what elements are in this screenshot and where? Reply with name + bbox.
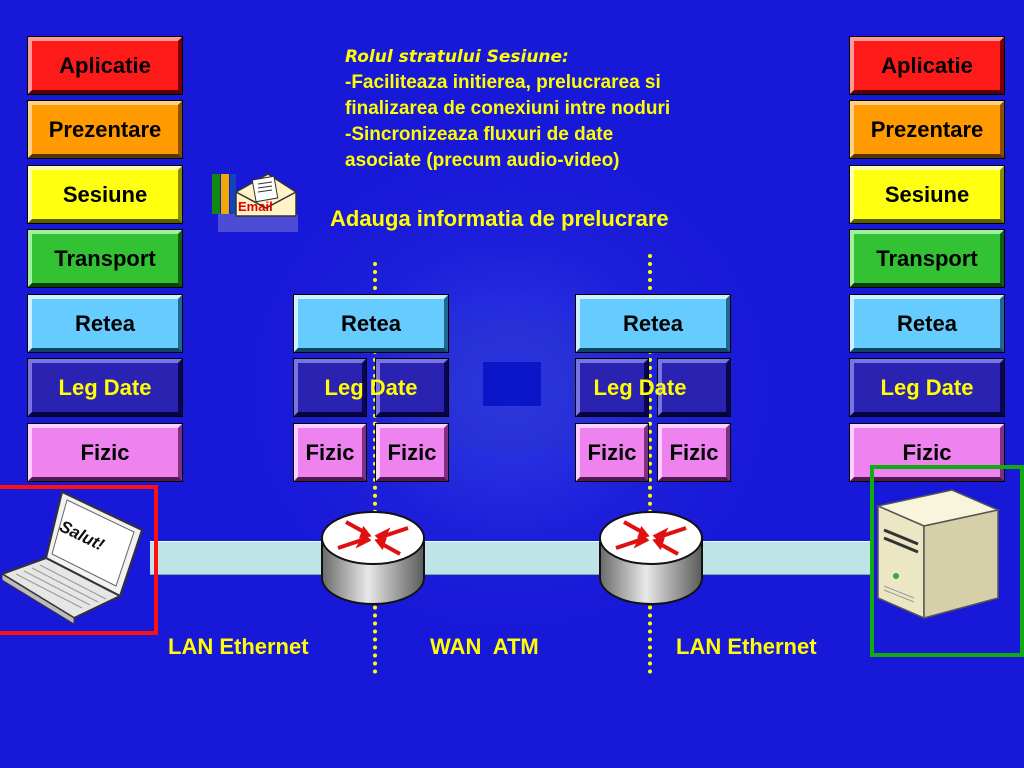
right-layer-sesiune: Sesiune [849,165,1005,224]
right-layer-transport: Transport [849,229,1005,288]
description-line-2: finalizarea de conexiuni intre noduri [345,98,671,119]
router2-fizic-left: Fizic [575,423,649,482]
router1-datalink-left [293,358,367,417]
router1-fizic-left: Fizic [293,423,367,482]
router2-fizic-right: Fizic [657,423,731,482]
router-icon-2 [596,500,706,610]
email-icon: Email [210,170,305,240]
router1-fizic-right: Fizic [375,423,449,482]
session-layer-description: Rolul stratului Sesiune: -Faciliteaza in… [345,44,670,174]
label-wan: WAN ATM [430,634,539,659]
router2-datalink-label: Leg Date [593,374,687,400]
router1-layer-retea: Retea [293,294,449,353]
router1-datalink-right [375,358,449,417]
separator-left [373,262,377,674]
left-layer-fizic: Fizic [27,423,183,482]
right-layer-fizic: Fizic [849,423,1005,482]
left-layer-retea: Retea [27,294,183,353]
label-lan-right: LAN Ethernet [676,634,817,659]
email-label: Email [238,199,273,214]
left-layer-transport: Transport [27,229,183,288]
router2-datalink-left [575,358,649,417]
label-lan-left: LAN Ethernet [168,634,309,659]
client-highlight-frame [0,485,158,635]
router2-layer-retea: Retea [575,294,731,353]
center-dark-square [483,362,541,406]
left-layer-prezentare: Prezentare [27,100,183,159]
right-layer-retea: Retea [849,294,1005,353]
headline: Adauga informatia de prelucrare [330,206,669,231]
server-highlight-frame [870,465,1024,657]
description-title: Rolul stratului Sesiune: [345,47,569,67]
router1-datalink-label: Leg Date [324,374,418,400]
right-layer-aplicatie: Aplicatie [849,36,1005,95]
laptop-icon: Salut! [0,488,148,625]
right-layer-leg-date: Leg Date [849,358,1005,417]
separator-right [648,254,652,674]
right-layer-prezentare: Prezentare [849,100,1005,159]
server-icon [874,478,1004,624]
router-icon-1 [318,500,428,610]
description-line-4: asociate (precum audio-video) [345,150,620,171]
description-line-1: -Faciliteaza initierea, prelucrarea si [345,72,661,93]
left-layer-leg-date: Leg Date [27,358,183,417]
network-cable [150,541,872,575]
left-layer-sesiune: Sesiune [27,165,183,224]
description-line-3: -Sincronizeaza fluxuri de date [345,124,614,145]
left-layer-aplicatie: Aplicatie [27,36,183,95]
router2-datalink-right [657,358,731,417]
